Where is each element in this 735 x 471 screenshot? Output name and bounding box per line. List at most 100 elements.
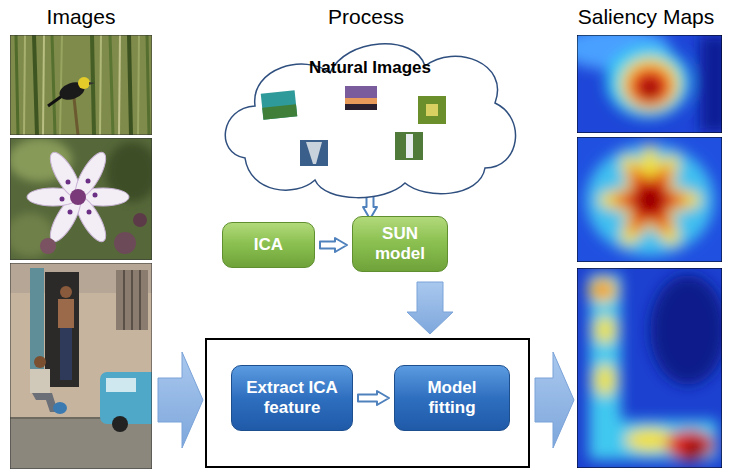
saliency-map xyxy=(577,268,722,468)
reed xyxy=(147,35,149,135)
reed xyxy=(24,35,25,135)
photo-border xyxy=(10,138,152,260)
reed xyxy=(60,35,62,135)
reed xyxy=(138,35,139,135)
heat-peak xyxy=(684,439,706,457)
petal-spot xyxy=(60,197,65,202)
box-label: ICA xyxy=(254,235,283,255)
bud xyxy=(114,232,136,254)
flow-arrow xyxy=(535,352,574,448)
flower-photo xyxy=(10,138,152,260)
thumbnail xyxy=(418,96,446,124)
bud xyxy=(40,238,56,254)
thumb-forest xyxy=(418,96,446,124)
cloud-shape: Natural Images xyxy=(215,28,525,200)
column-heading: Process xyxy=(328,4,404,29)
grate xyxy=(131,270,133,330)
petal-spot xyxy=(68,210,73,215)
heat-high xyxy=(593,316,617,344)
bird-tail xyxy=(48,96,62,106)
map-ground xyxy=(577,137,722,262)
flower xyxy=(27,148,129,245)
reed xyxy=(119,35,120,135)
photo-ground xyxy=(10,35,152,135)
reed xyxy=(100,35,101,135)
perch xyxy=(74,98,78,135)
reed xyxy=(129,35,131,135)
bird-beak xyxy=(89,82,95,85)
bag xyxy=(53,402,67,414)
reed xyxy=(110,35,113,135)
thumbnail xyxy=(261,90,298,119)
heat-peak xyxy=(628,178,672,222)
heat-high xyxy=(593,364,617,396)
thumb-sunset xyxy=(345,104,377,110)
man-legs xyxy=(60,328,72,380)
flow-arrow xyxy=(320,238,347,252)
man-head xyxy=(34,356,46,368)
saliency-map xyxy=(577,137,722,262)
heat-peak xyxy=(638,188,662,212)
window xyxy=(116,270,148,330)
reed xyxy=(92,35,94,135)
map-border xyxy=(577,35,722,133)
bird-head xyxy=(78,77,90,89)
flower-center xyxy=(70,189,86,205)
heat-low xyxy=(650,275,722,385)
street xyxy=(10,418,152,469)
car xyxy=(100,372,152,424)
bud xyxy=(133,213,147,227)
flow-arrow xyxy=(407,282,453,334)
heat-peak xyxy=(595,283,611,297)
grate xyxy=(123,270,125,330)
box-label: Extract ICA feature xyxy=(239,378,345,417)
heat-high xyxy=(598,186,702,214)
group-frame: Extract ICA feature Model fitting xyxy=(205,338,530,468)
petal-spot xyxy=(86,179,91,184)
petal-spot xyxy=(66,180,71,185)
reed xyxy=(16,35,18,135)
cloud-title: Natural Images xyxy=(309,58,431,78)
thumb-landscape xyxy=(261,90,298,119)
petal-spot xyxy=(93,193,98,198)
process-box: Model fitting xyxy=(394,365,510,431)
thumbnail xyxy=(395,132,423,160)
photo-border xyxy=(10,35,152,135)
man-torso xyxy=(30,369,50,393)
heat-low xyxy=(700,35,722,133)
grate xyxy=(139,270,141,330)
heat-mid xyxy=(589,420,717,460)
heat-high xyxy=(628,66,672,106)
process-box: ICA xyxy=(222,222,315,268)
column-heading: Saliency Maps xyxy=(578,4,715,29)
photo-border xyxy=(10,263,152,469)
thumb-waterfall xyxy=(406,134,413,158)
man-torso xyxy=(58,299,74,328)
heat xyxy=(588,274,722,460)
car-wheel xyxy=(112,416,128,432)
heat-mid xyxy=(606,46,690,118)
doorway xyxy=(45,272,79,387)
street-photo xyxy=(10,263,152,469)
reed xyxy=(34,35,37,135)
thumb-waterfall xyxy=(395,132,423,160)
wall xyxy=(10,263,152,469)
heat-high xyxy=(623,163,677,238)
petal-spot xyxy=(87,210,92,215)
box-label: SUN model xyxy=(365,224,435,263)
flow-arrow xyxy=(358,391,389,405)
heat-high xyxy=(623,163,677,238)
cloud-outline xyxy=(215,28,525,200)
box-label: Model fitting xyxy=(412,378,492,417)
bird-photo xyxy=(10,35,152,135)
heat-high xyxy=(620,57,680,111)
thumb-sunset xyxy=(345,98,377,104)
thumb-tornado xyxy=(306,142,322,164)
reed xyxy=(43,35,44,135)
heat-high xyxy=(588,277,618,303)
thumb-forest xyxy=(426,104,438,116)
thumbnail xyxy=(345,86,377,110)
thumb-sunset xyxy=(345,86,377,110)
heat-peak xyxy=(638,76,662,100)
heat-high xyxy=(666,430,714,460)
